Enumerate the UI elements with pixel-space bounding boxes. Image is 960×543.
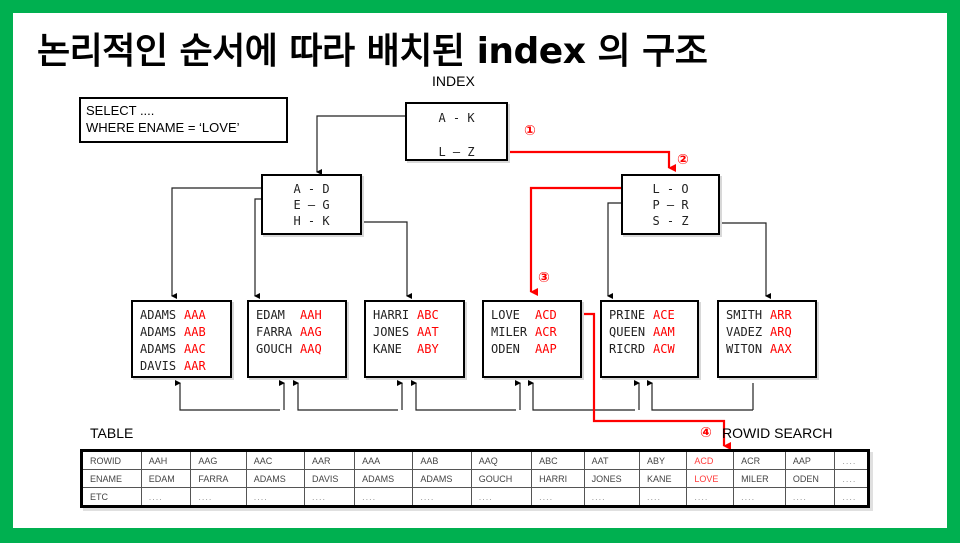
table-cell: AAQ [470,450,533,470]
table-cell: .... [412,487,472,507]
branch-range: A - D [293,182,330,196]
table-cell: AAC [245,450,306,470]
table-row-ename: ENAME EDAM FARRA ADAMS DAVIS ADAMS ADAMS… [81,469,869,488]
row-header: ETC [81,487,142,507]
table-cell: GOUCH [470,469,533,488]
table-cell: AAP [784,450,836,470]
page-title: 논리적인 순서에 따라 배치된 index 의 구조 [37,31,708,72]
table-cell: HARRI [531,469,585,488]
index-branch-node-l-z: L - O P – R S - Z [621,174,720,235]
table-cell: ADAMS [354,469,414,488]
table-cell-highlight: LOVE [686,469,735,488]
table-cell: .... [531,487,585,507]
branch-range: P – R [652,198,689,212]
table-cell: JONES [583,469,641,488]
branch-range: L - O [652,182,689,196]
table-cell: ABY [639,450,688,470]
table-cell: ADAMS [412,469,472,488]
data-table: ROWID AAH AAG AAC AAR AAA AAB AAQ ABC AA… [80,449,870,508]
table-cell: .... [304,487,356,507]
table-cell: FARRA [190,469,247,488]
table-cell: AAG [190,450,247,470]
table-cell: .... [190,487,247,507]
table-cell: AAR [304,450,356,470]
query-line-select: SELECT .... [86,103,155,118]
table-cell: .... [140,487,192,507]
table-cell: AAH [140,450,192,470]
branch-range: H - K [293,214,330,228]
table-cell: .... [639,487,688,507]
table-cell: KANE [639,469,688,488]
index-root-node: A - K L – Z [405,102,508,161]
table-cell: .... [470,487,533,507]
table-cell: .... [834,487,869,507]
row-header: ENAME [81,469,142,488]
table-cell: ACR [733,450,786,470]
table-cell: ADAMS [245,469,306,488]
root-range-l-z: L – Z [438,145,475,159]
table-cell: EDAM [140,469,192,488]
table-cell: .... [245,487,306,507]
query-line-where: WHERE ENAME = ‘LOVE’ [86,120,240,135]
step-2-marker: ② [677,152,689,168]
table-cell: AAB [412,450,472,470]
branch-range: E – G [293,198,330,212]
sql-query-box: SELECT .... WHERE ENAME = ‘LOVE’ [79,97,288,143]
table-cell: .... [834,469,869,488]
table-cell: ABC [531,450,585,470]
table-label: TABLE [90,425,134,441]
table-cell: DAVIS [304,469,356,488]
table-cell-highlight: ACD [686,450,735,470]
branch-range: S - Z [652,214,689,228]
step-3-marker: ③ [538,270,550,286]
table-row-rowid: ROWID AAH AAG AAC AAR AAA AAB AAQ ABC AA… [81,450,869,470]
row-header: ROWID [81,450,142,470]
table-cell: AAA [354,450,414,470]
table-cell: ODEN [784,469,836,488]
table-cell: .... [354,487,414,507]
table-cell-highlight: .... [686,487,735,507]
table-cell: .... [784,487,836,507]
index-branch-node-a-k: A - D E – G H - K [261,174,362,235]
table-cell: .... [583,487,641,507]
step-4-marker: ④ [700,425,712,441]
index-label: INDEX [432,73,475,89]
step-1-marker: ① [524,123,536,139]
root-range-a-k: A - K [438,111,475,125]
table-cell: AAT [583,450,641,470]
table-cell: MILER [733,469,786,488]
rowid-search-label: ROWID SEARCH [722,425,833,441]
table-cell: .... [834,450,869,470]
table-row-etc: ETC .... .... .... .... .... .... .... .… [81,487,869,507]
table-cell: .... [733,487,786,507]
